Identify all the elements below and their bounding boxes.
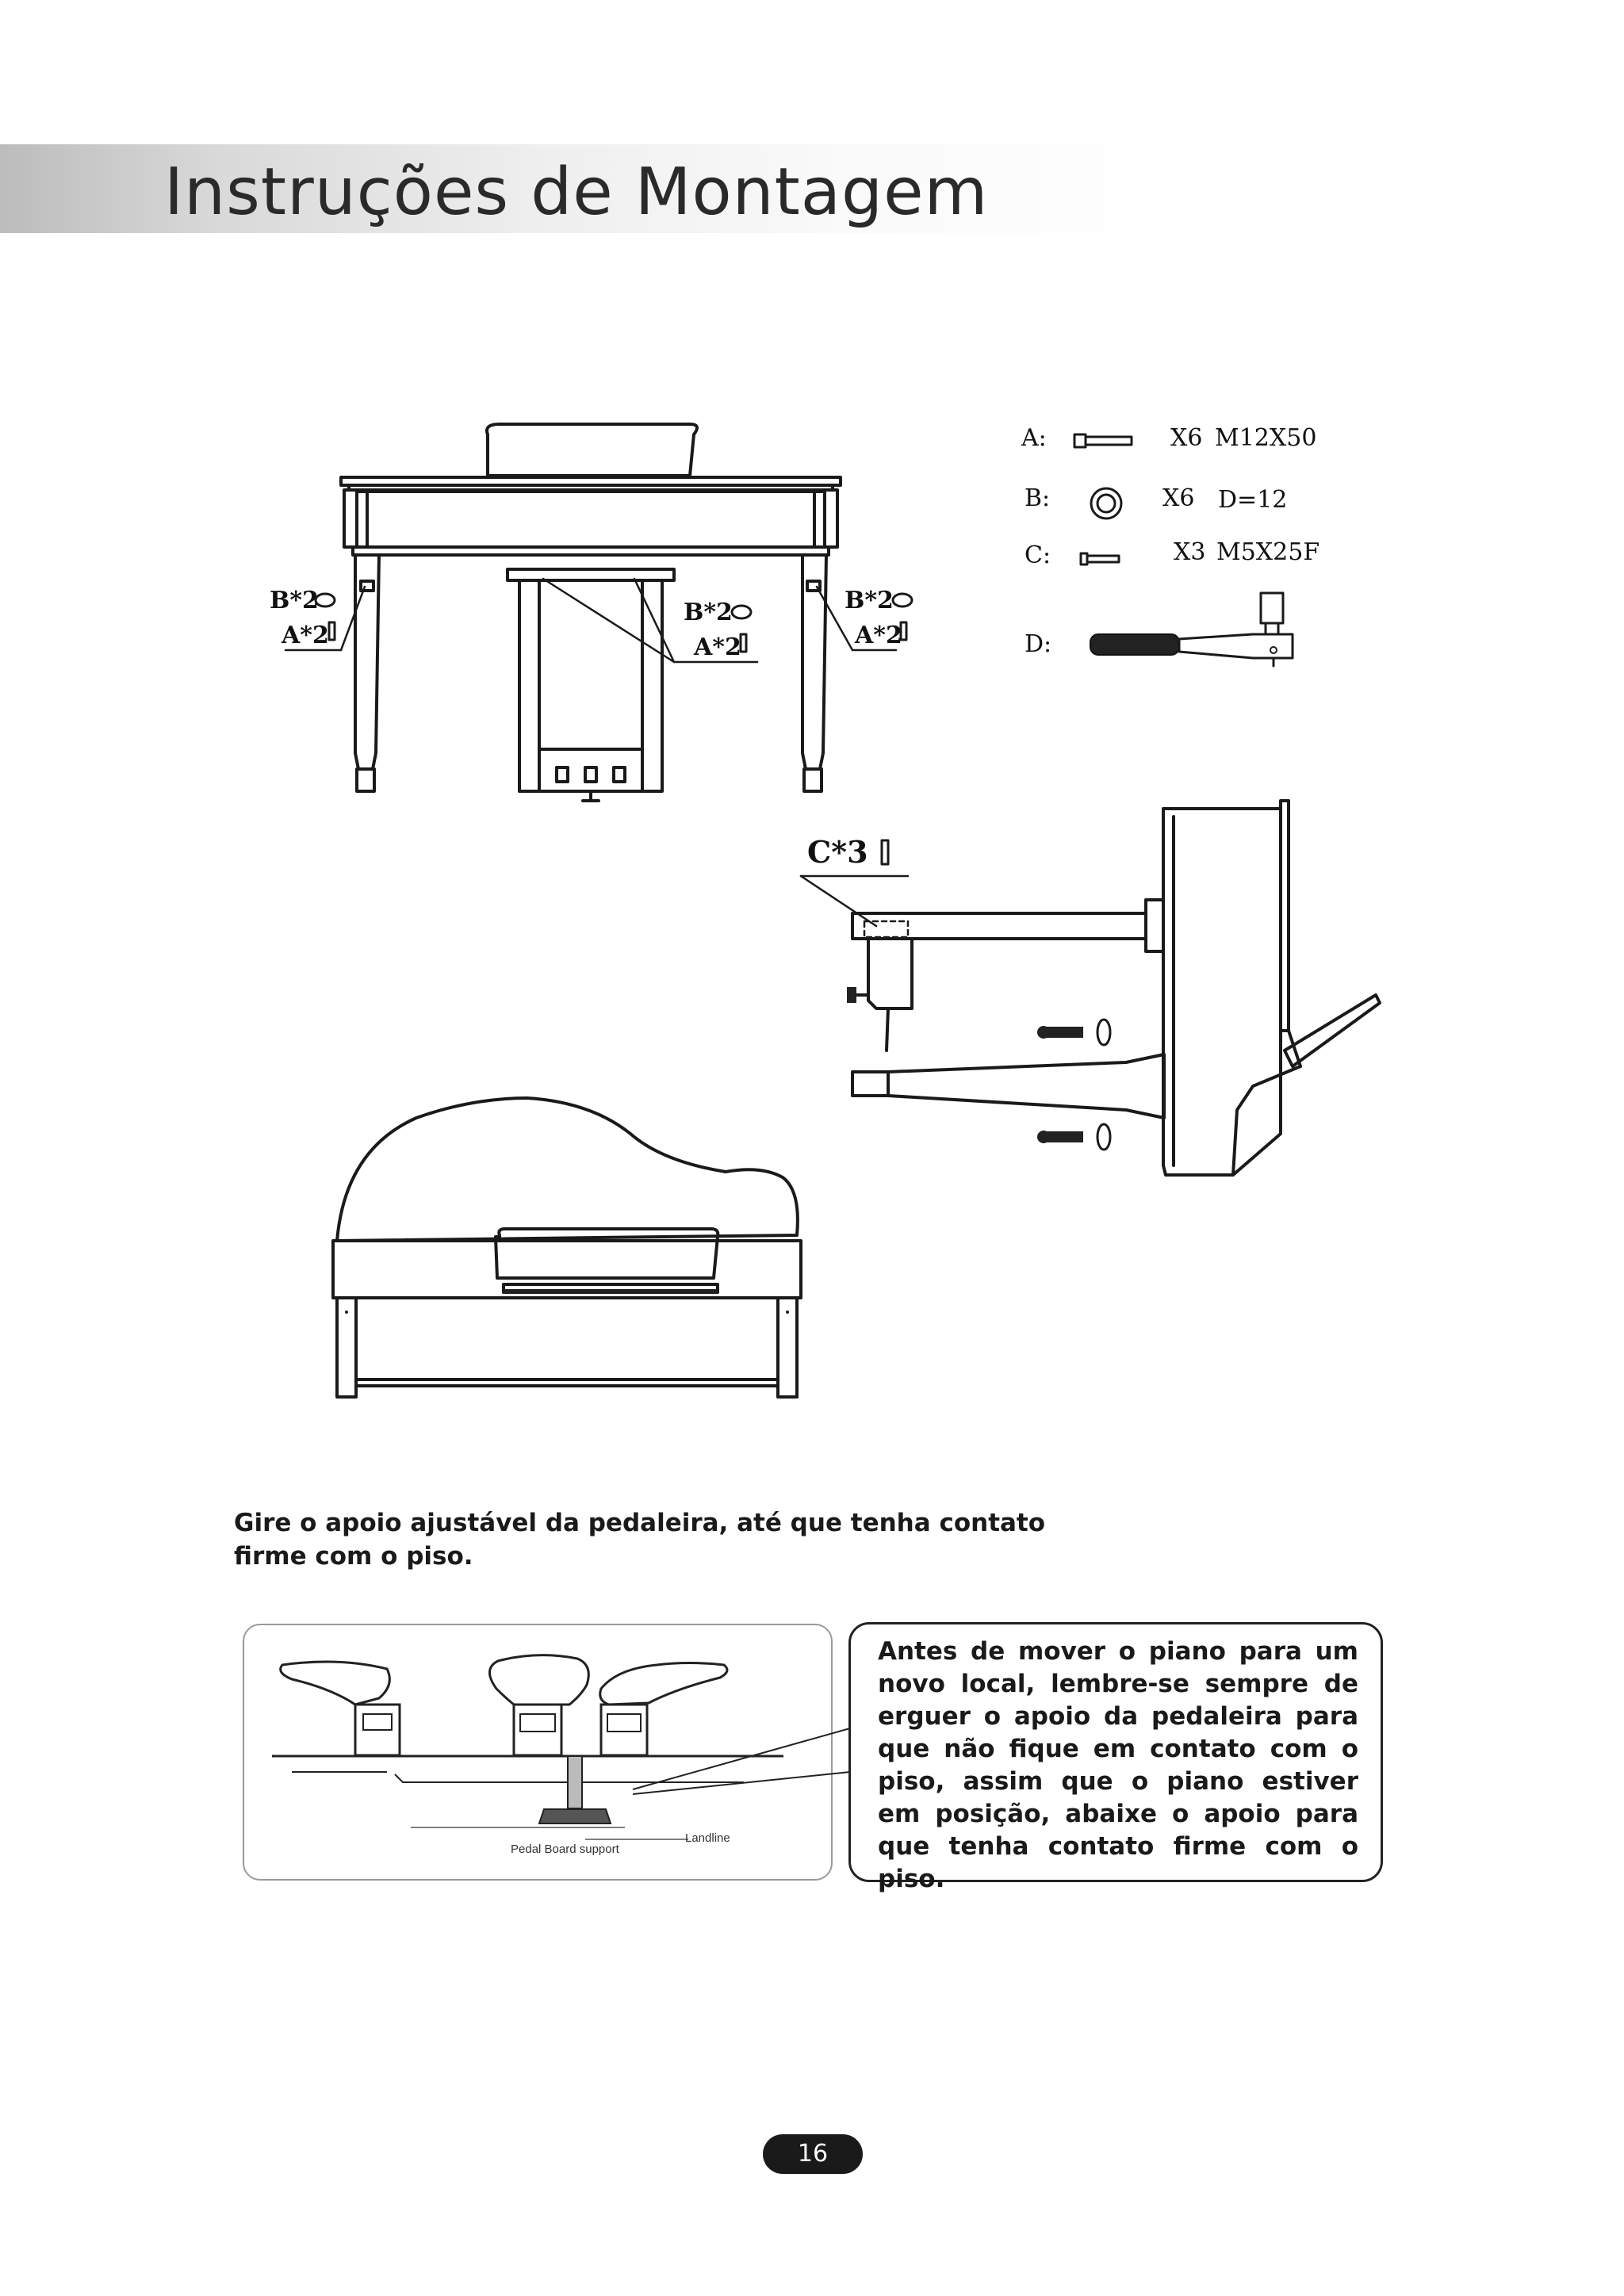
pedal-photo: Pedal Board support Landline xyxy=(243,1624,851,1881)
callout-b-left: B*2 xyxy=(270,587,319,614)
page-number: 16 xyxy=(763,2134,863,2174)
instruction-text: Gire o apoio ajustável da pedaleira, até… xyxy=(234,1509,1046,1571)
part-c-spec: M5X25F xyxy=(1216,538,1320,566)
front-view-diagram: B*2 A*2 B*2 A*2 B*2 A*2 xyxy=(270,423,914,802)
wrench-icon xyxy=(1090,591,1294,668)
part-b-qty: X6 xyxy=(1162,484,1194,512)
callout-c: C*3 xyxy=(807,834,868,870)
part-a-qty: X6 xyxy=(1170,424,1202,452)
note-text: Antes de mover o piano para um novo loca… xyxy=(878,1637,1358,1893)
washer-icon xyxy=(1090,487,1123,520)
callout-a-right: A*2 xyxy=(854,622,902,649)
part-c-qty: X3 xyxy=(1174,538,1205,566)
part-b-letter: B: xyxy=(1025,484,1050,512)
screw-icon xyxy=(1079,552,1120,566)
callout-b-center: B*2 xyxy=(684,599,733,626)
part-d-letter: D: xyxy=(1025,630,1051,658)
callout-a-left: A*2 xyxy=(281,622,329,649)
side-view-diagram: C*3 xyxy=(799,799,1381,1177)
part-a-letter: A: xyxy=(1021,424,1047,452)
part-c-letter: C: xyxy=(1025,541,1051,569)
label-landline: Landline xyxy=(685,1831,730,1845)
page-title: Instruções de Montagem xyxy=(164,155,989,230)
bolt-icon xyxy=(1073,433,1133,449)
part-b-spec: D=12 xyxy=(1218,486,1287,514)
title-band xyxy=(0,144,1213,233)
part-a-spec: M12X50 xyxy=(1215,424,1316,452)
callout-b-right: B*2 xyxy=(845,587,894,614)
label-pedal-board-support: Pedal Board support xyxy=(511,1843,620,1856)
assembled-piano-diagram xyxy=(331,1096,802,1399)
callout-a-center: A*2 xyxy=(693,633,741,661)
parts-list: A: X6 M12X50 B: X6 D=12 C: X3 M5X25F D: xyxy=(1021,424,1320,668)
note-box: Antes de mover o piano para um novo loca… xyxy=(848,1622,1383,1893)
